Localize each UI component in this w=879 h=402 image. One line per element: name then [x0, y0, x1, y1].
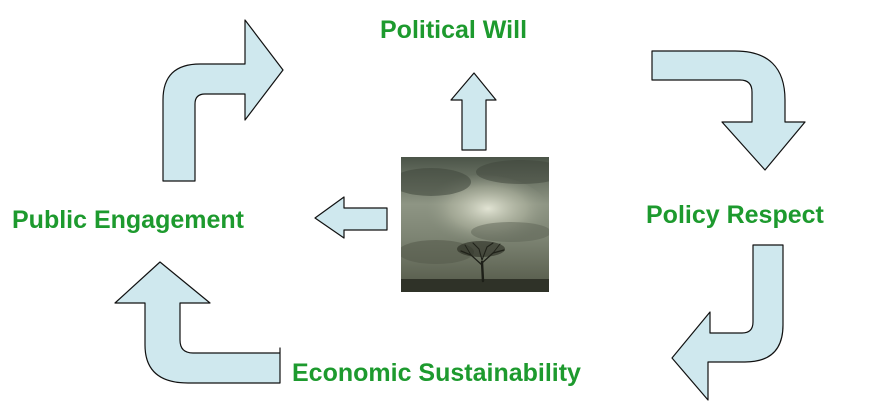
tree-sky-photo — [401, 157, 549, 292]
node-public-engagement: Public Engagement — [12, 206, 244, 234]
node-political-will: Political Will — [380, 16, 528, 44]
node-economic-sustainability: Economic Sustainability — [292, 359, 581, 387]
arrow-public-engagement-to-political-will — [162, 19, 284, 182]
arrow-center-to-political-will — [450, 72, 497, 151]
arrow-policy-respect-to-economic-sustainability — [671, 244, 784, 401]
node-policy-respect: Policy Respect — [646, 201, 824, 229]
arrow-political-will-to-policy-respect — [651, 50, 806, 171]
arrow-center-to-public-engagement — [314, 196, 388, 239]
arrow-economic-sustainability-to-public-engagement — [114, 261, 281, 384]
